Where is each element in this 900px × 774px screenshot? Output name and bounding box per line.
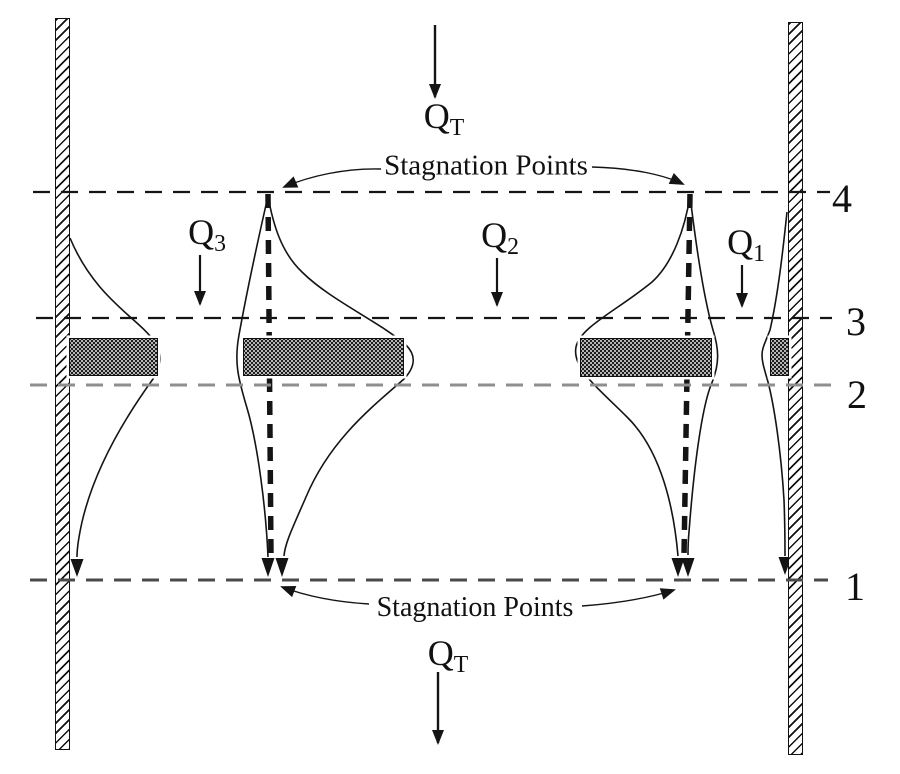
stagnation-points-label-bottom: Stagnation Points	[376, 592, 574, 623]
right-wall	[788, 22, 803, 755]
baffle-mid-left	[243, 338, 404, 376]
baffle-mid-right	[580, 338, 712, 377]
level-4-label: 4	[832, 176, 852, 221]
level-2-label: 2	[847, 372, 867, 417]
tail-arrowhead	[275, 558, 289, 577]
plume-contour-right-wall	[761, 211, 788, 557]
tail-arrowhead	[70, 559, 84, 577]
plume-contour-mid-left	[236, 195, 415, 558]
qt-bottom-label: QT	[427, 633, 469, 678]
level-3-label: 3	[846, 299, 866, 344]
baffle-left-wall	[69, 338, 158, 376]
tail-arrowhead	[261, 558, 275, 577]
leader-arrow-bottom-left	[280, 585, 370, 605]
q3-label: Q3	[188, 212, 226, 257]
plume-contour-left-wall	[69, 237, 162, 558]
plume-contour-mid-right	[574, 195, 719, 557]
tail-arrowhead	[671, 558, 685, 577]
qt-top-label: QT	[423, 96, 465, 141]
stagnation-streamline-left	[265, 193, 274, 557]
q2-label: Q2	[481, 215, 519, 260]
leader-arrow-top-left	[282, 168, 382, 188]
tail-arrowhead	[681, 558, 695, 577]
stagnation-streamline-right	[681, 193, 693, 557]
baffle-right-wall	[770, 338, 789, 376]
stagnation-points-label-top: Stagnation Points	[384, 149, 588, 182]
leader-arrow-top-right	[591, 166, 685, 185]
leader-arrow-bottom-right	[581, 588, 676, 607]
level-1-label: 1	[845, 564, 865, 609]
q1-label: Q1	[727, 222, 765, 267]
